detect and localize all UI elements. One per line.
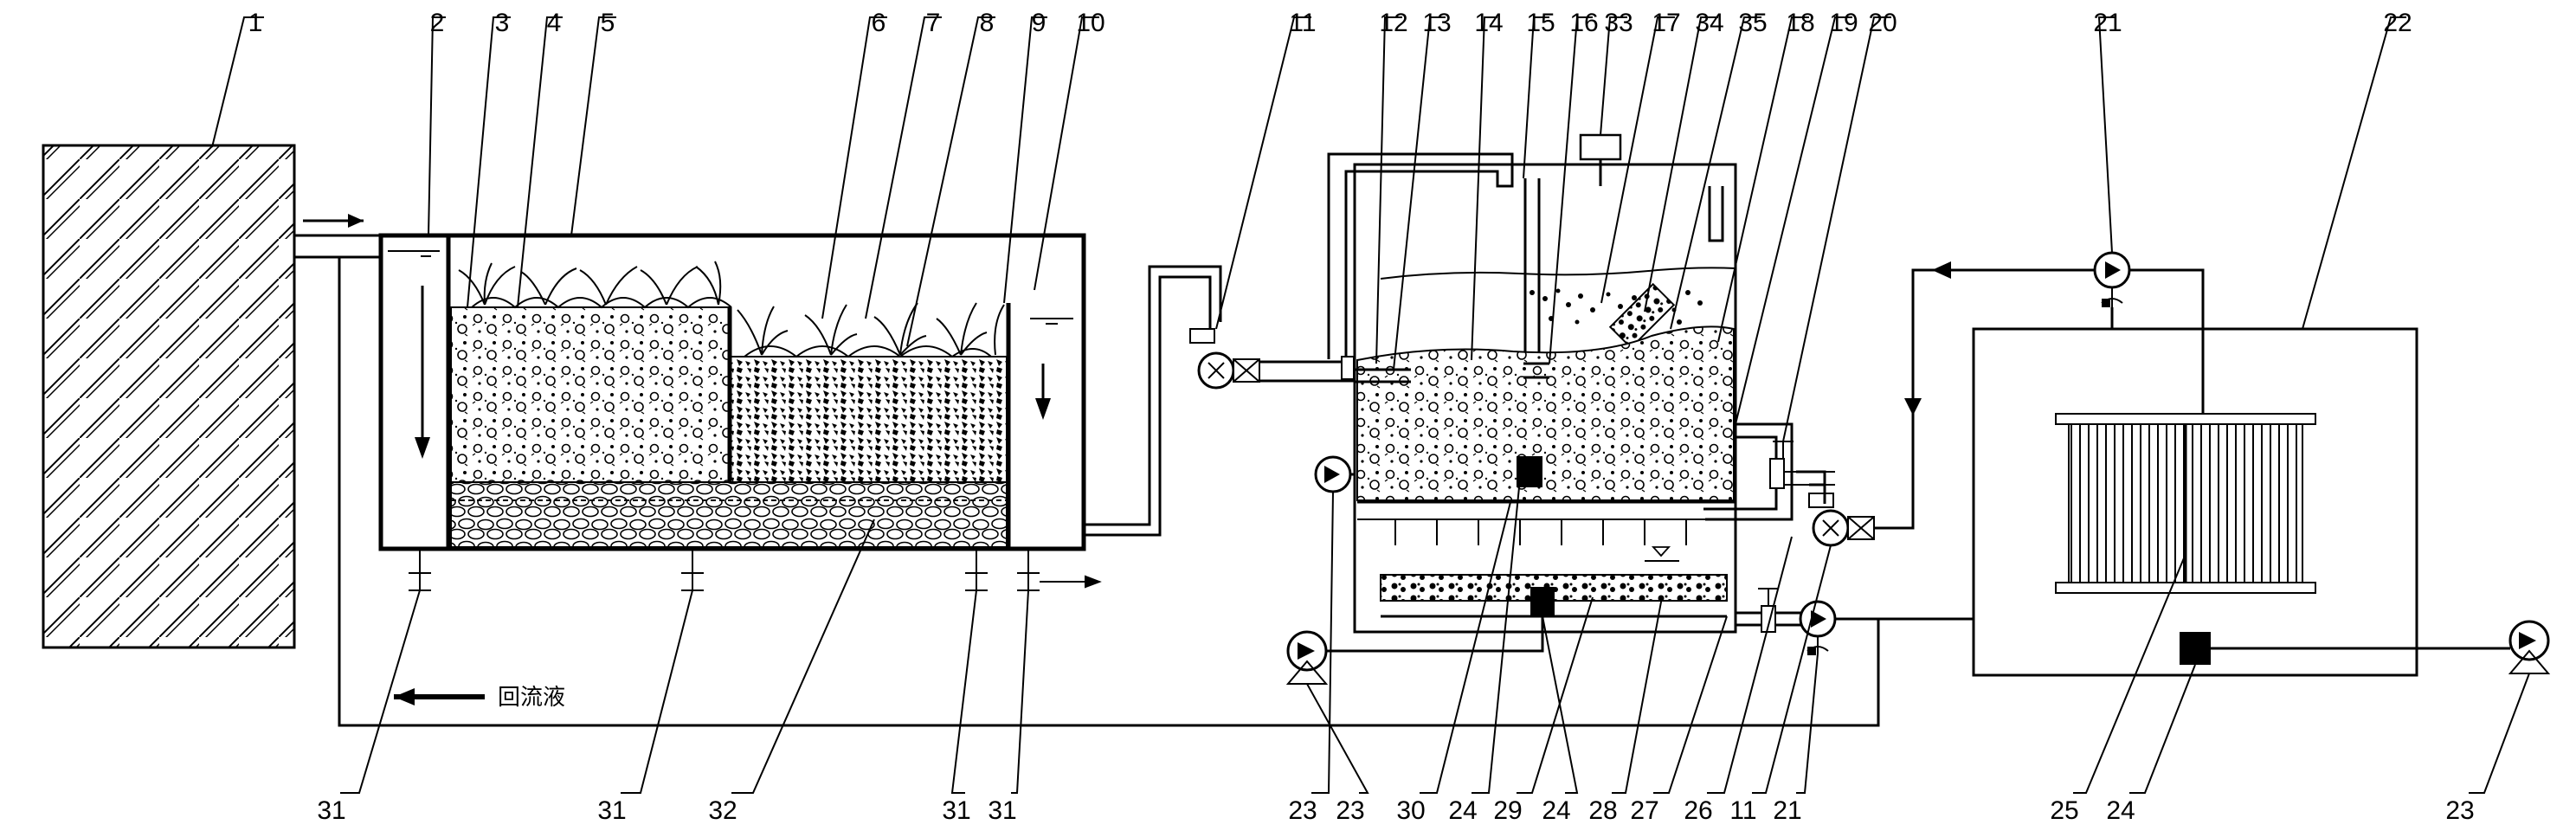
feed-pipe: [294, 214, 381, 259]
callout-top-16: 33: [1604, 9, 1633, 37]
callout-top-6: 7: [926, 9, 941, 37]
wetland-media-1: [450, 306, 731, 483]
return-line: [1774, 611, 1800, 627]
callout-bottom-14: 11: [1729, 796, 1756, 825]
callout-top-7: 8: [980, 9, 995, 37]
callout-top-2: 3: [495, 9, 510, 37]
callout-top-18: 34: [1695, 9, 1723, 37]
callout-top-9: 10: [1076, 9, 1104, 37]
callout-bottom-3: 31: [942, 796, 970, 825]
feed-tank: [42, 144, 296, 649]
wetland-gravel-layer: [450, 481, 1008, 548]
callout-bottom-10: 24: [1542, 796, 1570, 825]
callout-top-24: 22: [2383, 9, 2412, 37]
callout-bottom-0: 31: [317, 796, 345, 825]
pump-23-right: [2508, 620, 2551, 674]
aerator: [1517, 456, 1542, 487]
callout-bottom-16: 25: [2050, 796, 2078, 825]
callout-bottom-13: 26: [1684, 796, 1712, 825]
valve-20: [1769, 441, 1835, 504]
callout-bottom-11: 28: [1588, 796, 1617, 825]
reflux-label: 回流液: [498, 685, 565, 711]
callout-bottom-2: 32: [708, 796, 737, 825]
membrane-aerator: [2180, 632, 2211, 665]
callout-bottom-15: 21: [1773, 796, 1801, 825]
callout-bottom-8: 24: [1448, 796, 1477, 825]
reactor-tank: [1327, 133, 1794, 634]
aerator-lower: [1530, 587, 1555, 616]
wetland-media-2: [729, 356, 1008, 483]
valve-26: [1758, 588, 1779, 633]
callout-bottom-9: 29: [1493, 796, 1522, 825]
callout-bottom-5: 23: [1288, 796, 1317, 825]
pump-23-a: [1314, 455, 1355, 493]
callout-top-10: 11: [1289, 9, 1316, 37]
callout-top-13: 14: [1474, 9, 1503, 37]
constructed-wetland: [378, 233, 1102, 591]
callout-bottom-4: 31: [988, 796, 1016, 825]
leader-lines: [211, 16, 2406, 442]
drain-valves: [409, 549, 1102, 591]
callout-top-8: 9: [1032, 9, 1046, 37]
callout-top-0: 1: [248, 9, 263, 37]
callout-top-21: 19: [1829, 9, 1858, 37]
pump-21-bottom: [1799, 600, 1837, 655]
callout-bottom-7: 30: [1396, 796, 1425, 825]
callout-top-15: 16: [1569, 9, 1598, 37]
membrane-tank: [1972, 327, 2510, 677]
pump-21-top: [2093, 251, 2131, 307]
callout-bottom-17: 24: [2106, 796, 2135, 825]
dosing-box: [1579, 133, 1622, 161]
callout-bottom-12: 27: [1630, 796, 1658, 825]
callout-top-4: 5: [601, 9, 615, 37]
callout-top-17: 17: [1652, 9, 1680, 37]
wetland-plants: [458, 261, 1005, 356]
wetland-outlet-pipe: [1084, 275, 1212, 537]
callout-top-3: 4: [547, 9, 562, 37]
callout-bottom-1: 31: [597, 796, 626, 825]
pump-23-b: [1285, 616, 1544, 685]
pump-11-right: [1808, 493, 1875, 547]
callout-top-12: 13: [1422, 9, 1451, 37]
callout-bottom-18: 23: [2445, 796, 2474, 825]
callout-top-1: 2: [430, 9, 445, 37]
reflux-label-group: 回流液: [394, 685, 565, 711]
callout-bottom-6: 23: [1336, 796, 1364, 825]
pump-11: [1189, 328, 1260, 390]
callout-top-23: 21: [2093, 9, 2122, 37]
callout-top-19: 35: [1738, 9, 1767, 37]
filter-media-bed: [1356, 325, 1735, 501]
inclined-settler: [1608, 282, 1676, 350]
callout-top-22: 20: [1868, 9, 1897, 37]
callout-top-20: 18: [1786, 9, 1814, 37]
callout-top-14: 15: [1526, 9, 1555, 37]
callout-top-5: 6: [872, 9, 886, 37]
callout-top-11: 12: [1379, 9, 1407, 37]
